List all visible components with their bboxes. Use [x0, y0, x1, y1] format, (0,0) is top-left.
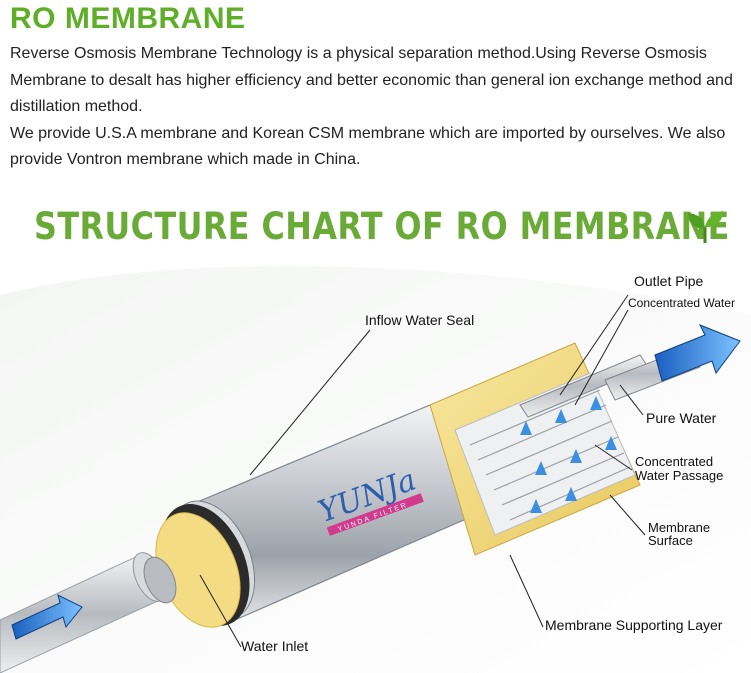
label-membrane-supporting-layer: Membrane Supporting Layer: [545, 617, 723, 633]
outlet-pipe: [604, 324, 741, 401]
intro-text: Reverse Osmosis Membrane Technology is a…: [10, 41, 742, 174]
ro-membrane-structure-diagram: YUNJa YUNDA FILTER: [0, 266, 751, 673]
label-concentrated-water-passage-1: Concentrated: [635, 454, 713, 469]
leader-lines: [199, 294, 646, 648]
label-concentrated-water: Concentrated Water: [628, 296, 735, 310]
label-concentrated-water-passage-2: Water Passage: [635, 468, 723, 483]
membrane-roll-cutaway: [429, 342, 649, 556]
chart-heading: STRUCTURE CHART OF RO MEMBRANE: [34, 205, 730, 248]
label-water-inlet: Water Inlet: [241, 638, 308, 654]
label-pure-water: Pure Water: [646, 410, 717, 426]
label-inflow-water-seal: Inflow Water Seal: [365, 312, 474, 328]
label-outlet-pipe: Outlet Pipe: [634, 273, 703, 289]
label-membrane-surface-2: Surface: [648, 533, 693, 548]
membrane-vessel: [143, 404, 476, 628]
sprout-icon: [688, 211, 723, 243]
intro-paragraph-1: Reverse Osmosis Membrane Technology is a…: [10, 45, 733, 115]
page-title: RO MEMBRANE: [10, 2, 246, 35]
intro-paragraph-2: We provide U.S.A membrane and Korean CSM…: [10, 124, 726, 169]
label-membrane-surface-1: Membrane: [648, 520, 710, 535]
